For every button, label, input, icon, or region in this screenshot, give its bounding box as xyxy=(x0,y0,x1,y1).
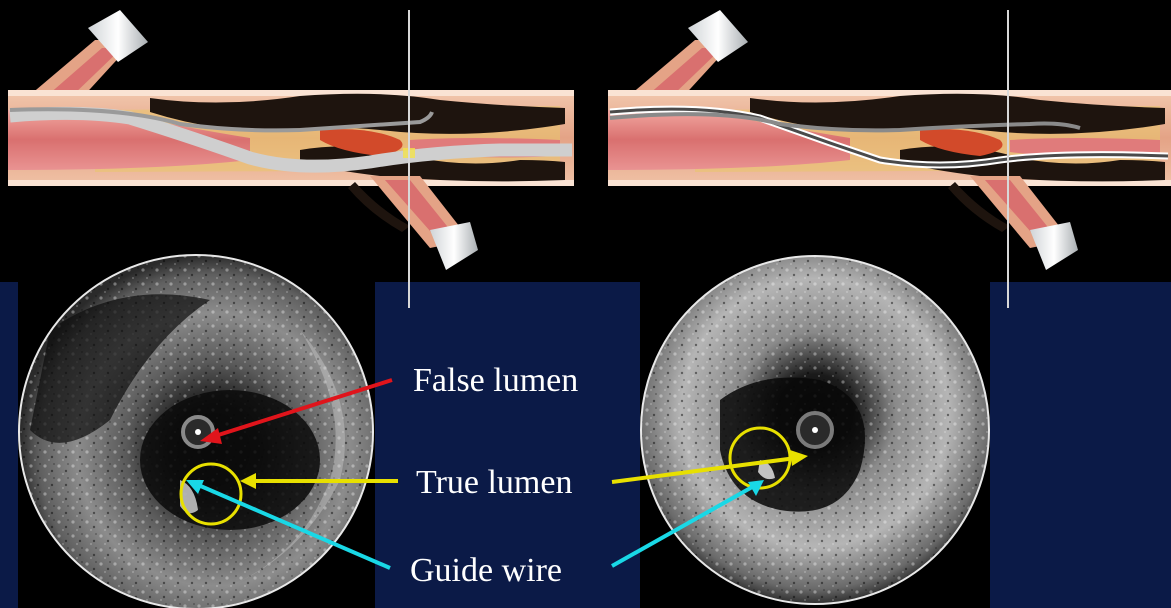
ivus-image-left xyxy=(19,255,373,608)
vessel-right-illustration xyxy=(608,10,1171,270)
label-guide-wire: Guide wire xyxy=(410,554,562,588)
vessel-left-illustration xyxy=(8,10,574,270)
navy-panel-right xyxy=(990,282,1171,608)
sheath-bottom-right xyxy=(1030,222,1078,270)
sheath-bottom-left xyxy=(430,222,478,270)
lower-branch xyxy=(948,176,1078,270)
upper-branch xyxy=(630,10,748,100)
ivus-image-right xyxy=(641,256,989,604)
upper-branch xyxy=(30,10,148,100)
lower-branch xyxy=(348,176,478,270)
label-false-lumen: False lumen xyxy=(413,364,578,398)
navy-panel-left-edge xyxy=(0,282,18,608)
label-true-lumen: True lumen xyxy=(416,466,572,500)
